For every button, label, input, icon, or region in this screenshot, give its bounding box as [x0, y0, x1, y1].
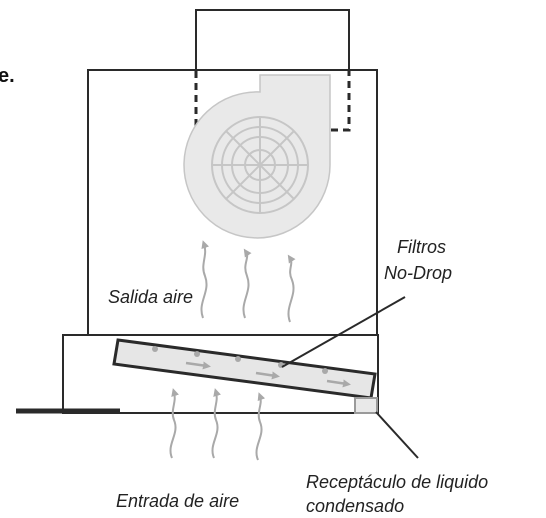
filter-flow-arrows [185, 361, 351, 388]
airflow-icon [242, 248, 252, 319]
label-receptaculo-line2: condensado [306, 496, 405, 516]
label-filtros-line2: No-Drop [384, 263, 453, 283]
label-filtros-line1: Filtros [397, 237, 446, 257]
filter-leader-line [281, 296, 406, 368]
airflow-icon [211, 388, 221, 459]
airflow-icon [255, 392, 266, 461]
exhaust-duct [195, 9, 350, 72]
flow-arrow-icon [255, 371, 280, 380]
exhaust-airflow-arrows [200, 240, 296, 323]
airflow-icon [169, 388, 179, 459]
label-receptaculo-line1: Receptáculo de liquido [306, 472, 489, 492]
receptacle-leader-line [375, 411, 419, 459]
airflow-icon [287, 254, 296, 323]
flow-arrow-icon [185, 361, 211, 370]
intake-airflow-arrows [169, 388, 266, 461]
flow-arrow-icon [326, 379, 351, 388]
airflow-icon [200, 240, 210, 319]
label-entrada-aire: Entrada de aire [116, 491, 240, 511]
filter-droplets [152, 346, 328, 374]
condensate-receptacle [354, 397, 378, 414]
fan-icon [183, 74, 331, 239]
duct-dashed-outline [194, 71, 351, 132]
cropped-text-fragment: e. [0, 65, 15, 87]
label-salida-aire: Salida aire [108, 287, 194, 307]
